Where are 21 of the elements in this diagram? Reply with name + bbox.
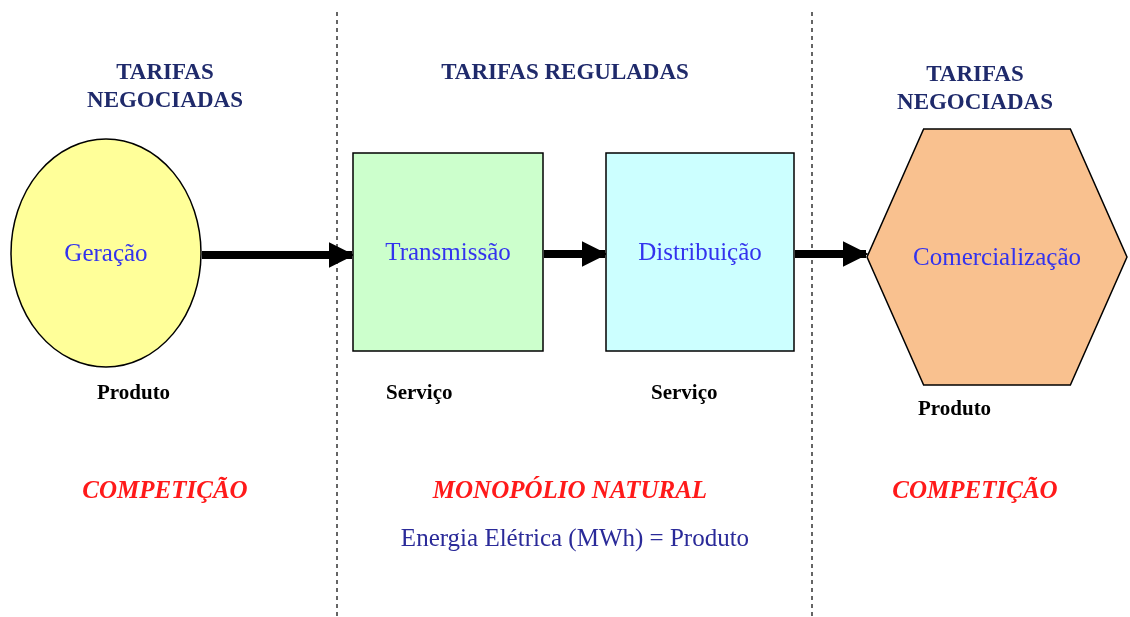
- note-text: Energia Elétrica (MWh) = Produto: [399, 523, 751, 554]
- arrow: [795, 241, 869, 267]
- heading-text: TARIFAS NEGOCIADAS: [86, 58, 244, 114]
- category-text: COMPETIÇÃO: [81, 476, 249, 504]
- hexagon-node: [866, 128, 1128, 386]
- process-box: [352, 152, 544, 352]
- heading-text: TARIFAS REGULADAS: [440, 58, 690, 86]
- process-box: [605, 152, 795, 352]
- node-label: Geração: [64, 239, 148, 267]
- caption-text: Serviço: [651, 380, 718, 405]
- category-text: MONOPÓLIO NATURAL: [431, 476, 709, 504]
- node-label: Comercialização: [913, 243, 1081, 271]
- category-text: COMPETIÇÃO: [891, 476, 1059, 504]
- caption-text: Serviço: [386, 380, 453, 405]
- node-label: Transmissão: [385, 238, 511, 266]
- heading-text: TARIFAS NEGOCIADAS: [896, 60, 1054, 116]
- caption-text: Produto: [918, 396, 992, 421]
- arrow: [544, 241, 608, 267]
- node-label: Distribuição: [638, 238, 762, 266]
- circle-node: [10, 138, 202, 368]
- caption-text: Produto: [97, 380, 171, 405]
